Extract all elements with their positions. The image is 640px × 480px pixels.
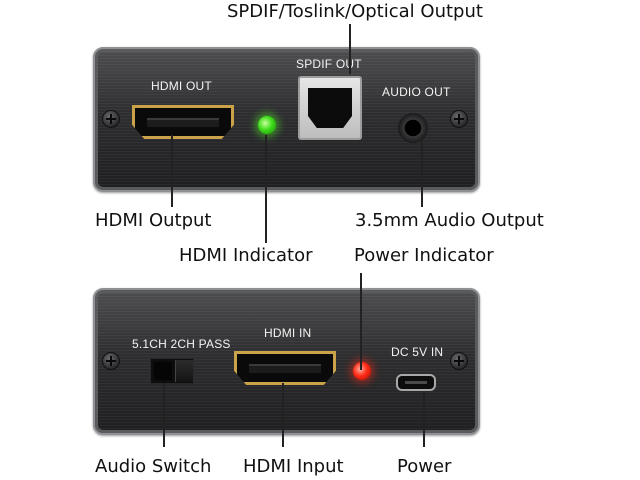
leader-spdif (349, 24, 351, 74)
hdmi-out-label: HDMI OUT (151, 79, 212, 93)
leader-hdmi-input (282, 383, 284, 447)
screw-left-icon (102, 352, 120, 370)
hdmi-indicator-led (258, 116, 276, 134)
hdmi-out-port (132, 105, 234, 139)
callout-audio-output: 3.5mm Audio Output (355, 210, 544, 231)
callout-hdmi-output: HDMI Output (95, 210, 212, 231)
callout-hdmi-indicator: HDMI Indicator (179, 245, 313, 266)
callout-hdmi-input: HDMI Input (243, 456, 344, 477)
leader-power (423, 392, 425, 447)
audio-mode-switch (150, 358, 194, 384)
leader-hdmi-indicator (265, 135, 267, 243)
dc-in-label: DC 5V IN (391, 345, 444, 359)
callout-power: Power (397, 456, 452, 477)
screw-right-icon (450, 110, 468, 128)
leader-audio-output (421, 135, 423, 207)
input-panel: 5.1CH 2CH PASS HDMI IN DC 5V IN (93, 288, 480, 435)
screw-left-icon (102, 110, 120, 128)
spdif-out-label: SPDIF OUT (296, 57, 362, 71)
hdmi-in-label: HDMI IN (264, 326, 312, 340)
callout-spdif-output: SPDIF/Toslink/Optical Output (227, 1, 483, 22)
spdif-port (298, 76, 362, 140)
leader-power-indicator (360, 273, 362, 370)
callout-audio-switch: Audio Switch (95, 456, 212, 477)
audio-out-jack (398, 113, 428, 143)
dc-power-port (396, 374, 436, 391)
audio-out-label: AUDIO OUT (382, 85, 451, 99)
output-panel: HDMI OUT SPDIF OUT AUDIO OUT (93, 47, 480, 192)
callout-power-indicator: Power Indicator (354, 245, 494, 266)
switch-label: 5.1CH 2CH PASS (132, 337, 231, 351)
power-indicator-led (353, 362, 371, 380)
leader-hdmi-output (171, 135, 173, 207)
leader-audio-switch (163, 383, 165, 447)
screw-right-icon (450, 352, 468, 370)
hdmi-in-port (234, 351, 336, 385)
